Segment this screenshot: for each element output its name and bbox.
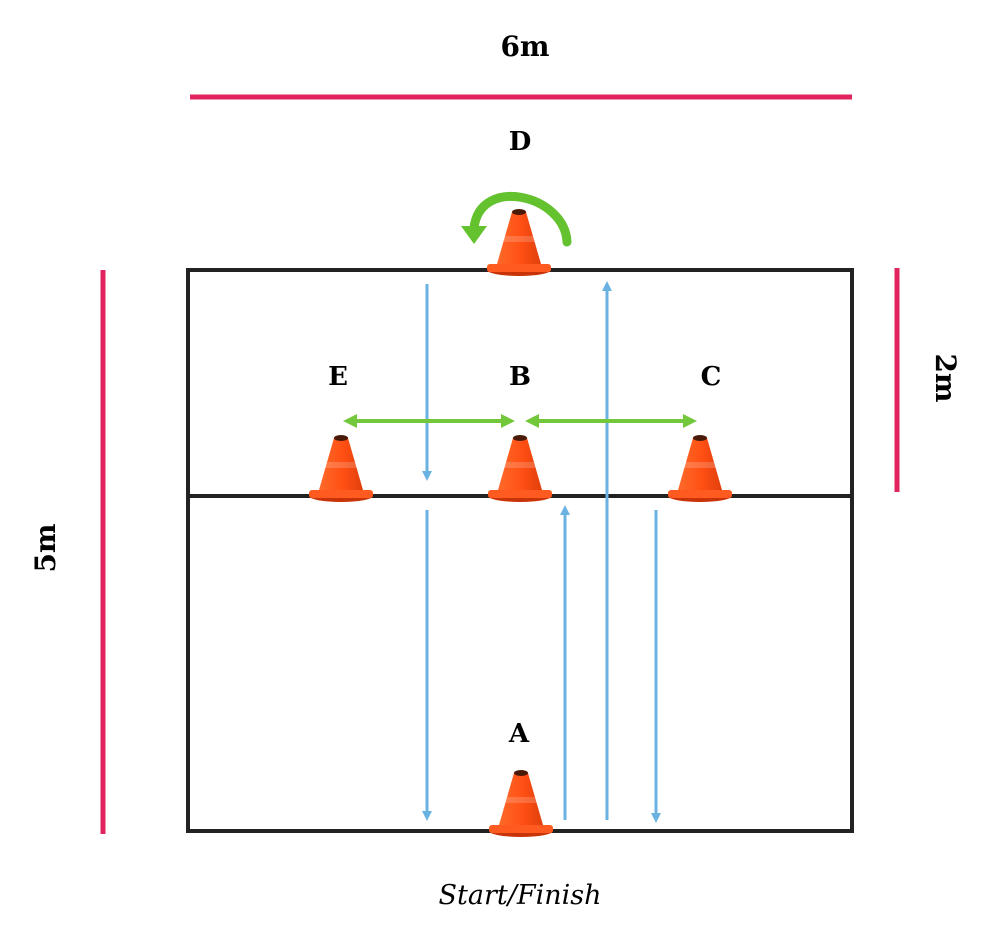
start-finish-caption: Start/Finish xyxy=(439,880,602,911)
cone-b xyxy=(488,435,552,502)
cone-label-b: B xyxy=(509,362,531,392)
cone-a xyxy=(489,770,553,837)
cone-label-a: A xyxy=(508,719,530,749)
cone-c xyxy=(668,435,732,502)
cone-label-d: D xyxy=(509,127,532,157)
right-dimension-label: 2m xyxy=(929,353,962,402)
cone-e xyxy=(309,435,373,502)
cone-d xyxy=(487,209,551,276)
top-dimension-label: 6m xyxy=(500,30,549,63)
turn-arrow xyxy=(461,191,572,247)
left-dimension-label: 5m xyxy=(29,523,62,572)
cone-label-c: C xyxy=(701,362,722,392)
cone-label-e: E xyxy=(328,362,348,392)
